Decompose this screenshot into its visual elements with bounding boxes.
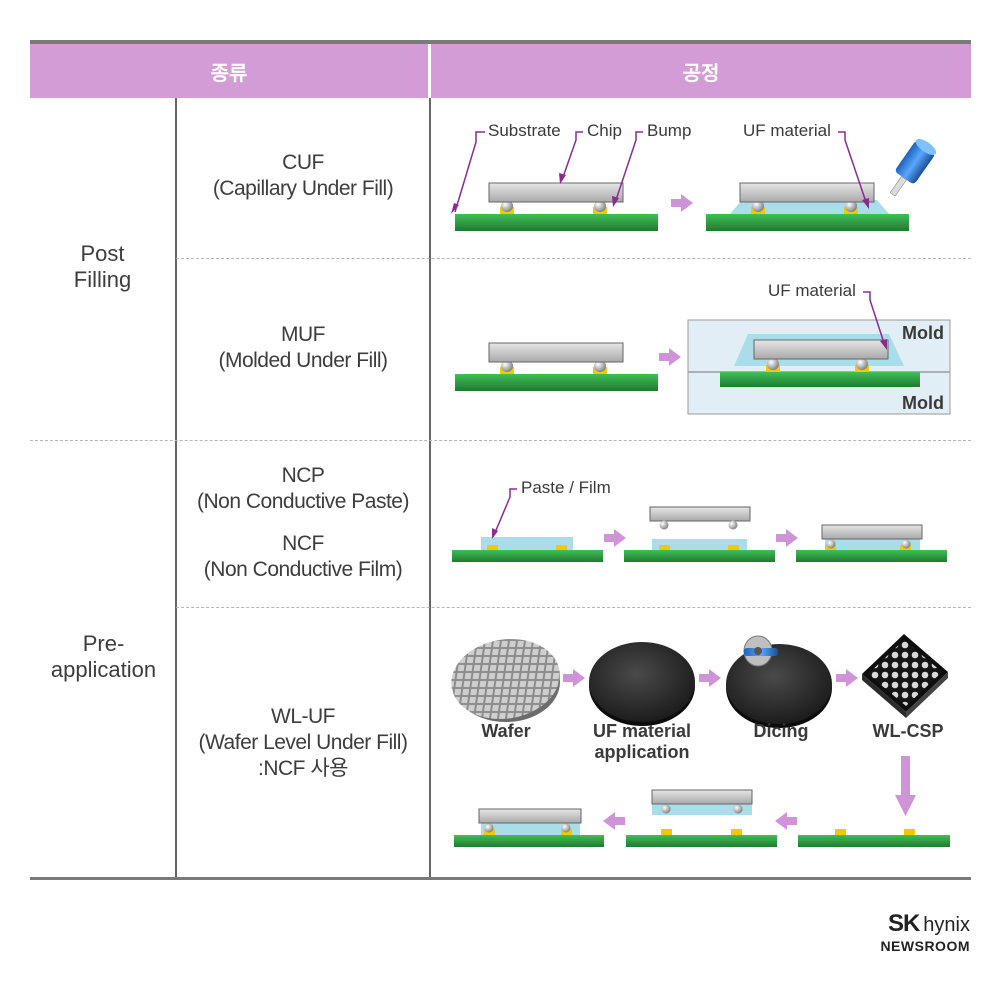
label-wl-csp: WL-CSP: [872, 721, 944, 741]
label-uf-application: UF material application: [592, 721, 692, 762]
row-divider-ncp-wluf: [176, 607, 971, 608]
brand-hynix: hynix: [923, 914, 970, 936]
muf-step1: [455, 342, 658, 391]
category-pre-application: Pre- application: [50, 631, 157, 682]
arrow-ncp-1: [604, 529, 626, 547]
row-label-ncp: NCP (Non Conductive Paste): [197, 464, 409, 513]
arrow-muf: [659, 348, 681, 366]
dicing-wafer: [726, 635, 832, 728]
header-type: 종류: [30, 44, 428, 98]
table-bottom-rule: [30, 877, 971, 880]
label-uf-material-cuf: UF material: [743, 121, 831, 140]
row-divider-cuf-muf: [176, 258, 971, 259]
cuf-step1: [451, 131, 658, 231]
arrow-wl-1: [563, 669, 585, 687]
row-label-wluf: WL-UF (Wafer Level Under Fill) :NCF 사용: [198, 705, 408, 780]
ncp-step1: [452, 488, 603, 562]
row-label-ncf: NCF (Non Conductive Film): [203, 532, 403, 581]
label-chip: Chip: [587, 121, 622, 140]
wafer: [451, 639, 560, 722]
muf-mold: [687, 291, 951, 415]
row-divider-group: [30, 440, 971, 441]
uf-applied-wafer: [589, 642, 695, 726]
cuf-step2: [706, 131, 937, 231]
column-divider-main: [429, 98, 431, 878]
ncp-step3: [796, 524, 947, 562]
arrow-wl-back-1: [775, 812, 797, 830]
table-top-rule: [30, 40, 971, 44]
label-mold-top: Mold: [902, 323, 944, 343]
header-process: 공정: [431, 44, 971, 98]
arrow-ncp-2: [776, 529, 798, 547]
brand-newsroom: NEWSROOM: [880, 938, 970, 954]
arrow-wl-3: [836, 669, 858, 687]
category-post-filling: Post Filling: [73, 241, 132, 292]
wl-step-a: [798, 829, 950, 847]
wl-step-b: [626, 789, 777, 847]
brand-sk: SK: [887, 910, 920, 937]
row-label-cuf: CUF (Capillary Under Fill): [212, 151, 394, 200]
ncp-step2: [624, 506, 775, 562]
arrow-wl-2: [699, 669, 721, 687]
label-dicing: Dicing: [753, 721, 809, 741]
label-bump: Bump: [647, 121, 692, 140]
label-mold-bottom: Mold: [902, 393, 944, 413]
label-wafer: Wafer: [481, 721, 531, 741]
wl-csp-chip: [862, 634, 948, 718]
label-substrate: Substrate: [488, 121, 561, 140]
column-divider-category: [175, 98, 177, 878]
label-uf-material-muf: UF material: [768, 281, 856, 300]
label-paste-film: Paste / Film: [521, 478, 611, 497]
arrow-down-wl: [895, 756, 916, 816]
wl-step-c: [454, 808, 604, 847]
arrow-wl-back-2: [603, 812, 625, 830]
arrow-cuf: [671, 194, 693, 212]
row-label-muf: MUF (Molded Under Fill): [218, 323, 388, 372]
